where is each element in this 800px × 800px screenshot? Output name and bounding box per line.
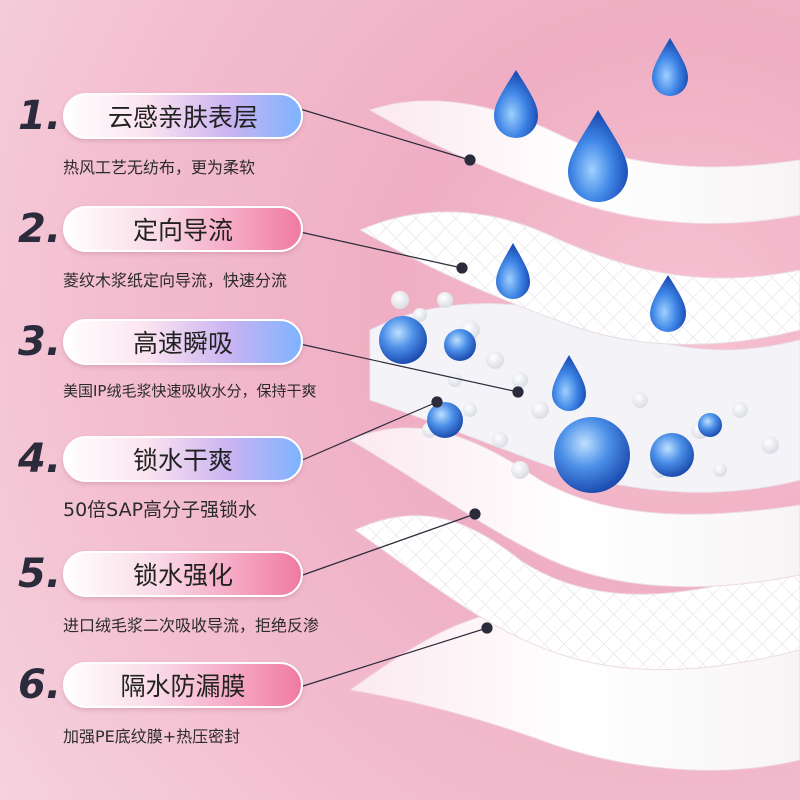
layer-description: 热风工艺无纺布，更为柔软 <box>63 158 256 177</box>
water-droplets <box>494 38 688 411</box>
layer-number: 6. <box>18 662 62 708</box>
layer-title-pill: 隔水防漏膜 <box>63 662 303 708</box>
layer-title-pill: 锁水干爽 <box>63 436 303 482</box>
layer-title-pill: 定向导流 <box>63 206 303 252</box>
layer-number: 1. <box>18 93 62 139</box>
callout-lines <box>299 108 524 688</box>
layer-description: 菱纹木浆纸定向导流，快速分流 <box>63 271 288 290</box>
layer-description: 美国IP绒毛浆快速吸收水分，保持干爽 <box>63 382 317 400</box>
layer-number: 2. <box>18 206 62 252</box>
layer-description: 进口绒毛浆二次吸收导流，拒绝反渗 <box>63 616 320 635</box>
layer-title-pill: 高速瞬吸 <box>63 319 303 365</box>
layer-description: 加强PE底纹膜+热压密封 <box>63 727 241 746</box>
layer-number: 4. <box>18 436 62 482</box>
absorbed-water-balls <box>379 316 722 493</box>
layer-number: 3. <box>18 319 62 365</box>
layer-description: 50倍SAP高分子强锁水 <box>63 499 258 521</box>
layer-2-sheet <box>358 211 800 345</box>
layer-4-sheet <box>348 427 800 588</box>
layer-number: 5. <box>18 551 62 597</box>
layer-title-pill: 云感亲肤表层 <box>63 93 303 139</box>
layer-title-pill: 锁水强化 <box>63 551 303 597</box>
